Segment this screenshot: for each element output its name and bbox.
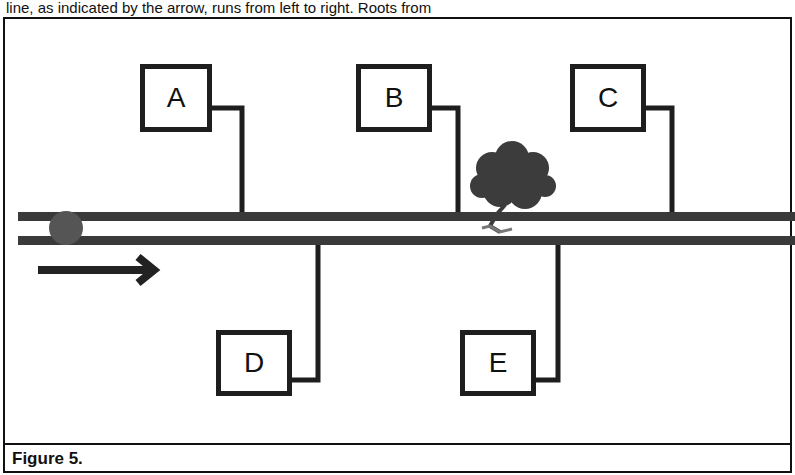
- tree-shrub: [470, 141, 556, 209]
- pipe-crack: [482, 226, 512, 232]
- box-letter: E: [489, 349, 508, 377]
- pipe-plug: [49, 211, 83, 245]
- figure-caption: Figure 5.: [12, 449, 83, 469]
- caption-divider: [4, 443, 791, 445]
- box-letter: B: [385, 84, 404, 112]
- sensor-box: B: [356, 64, 432, 132]
- box-letter: D: [244, 349, 264, 377]
- pipe-wall-bottom: [18, 236, 795, 245]
- body-text: line, as indicated by the arrow, runs fr…: [6, 0, 431, 16]
- flow-arrow: [38, 266, 150, 274]
- box-letter: A: [167, 84, 186, 112]
- sensor-box: E: [460, 330, 536, 396]
- sensor-box: A: [140, 64, 212, 132]
- sensor-box: C: [570, 64, 646, 132]
- flow-arrowhead: [138, 257, 154, 283]
- box-letter: C: [598, 84, 618, 112]
- sensor-box: D: [216, 330, 292, 396]
- pipe-wall-top: [18, 212, 795, 221]
